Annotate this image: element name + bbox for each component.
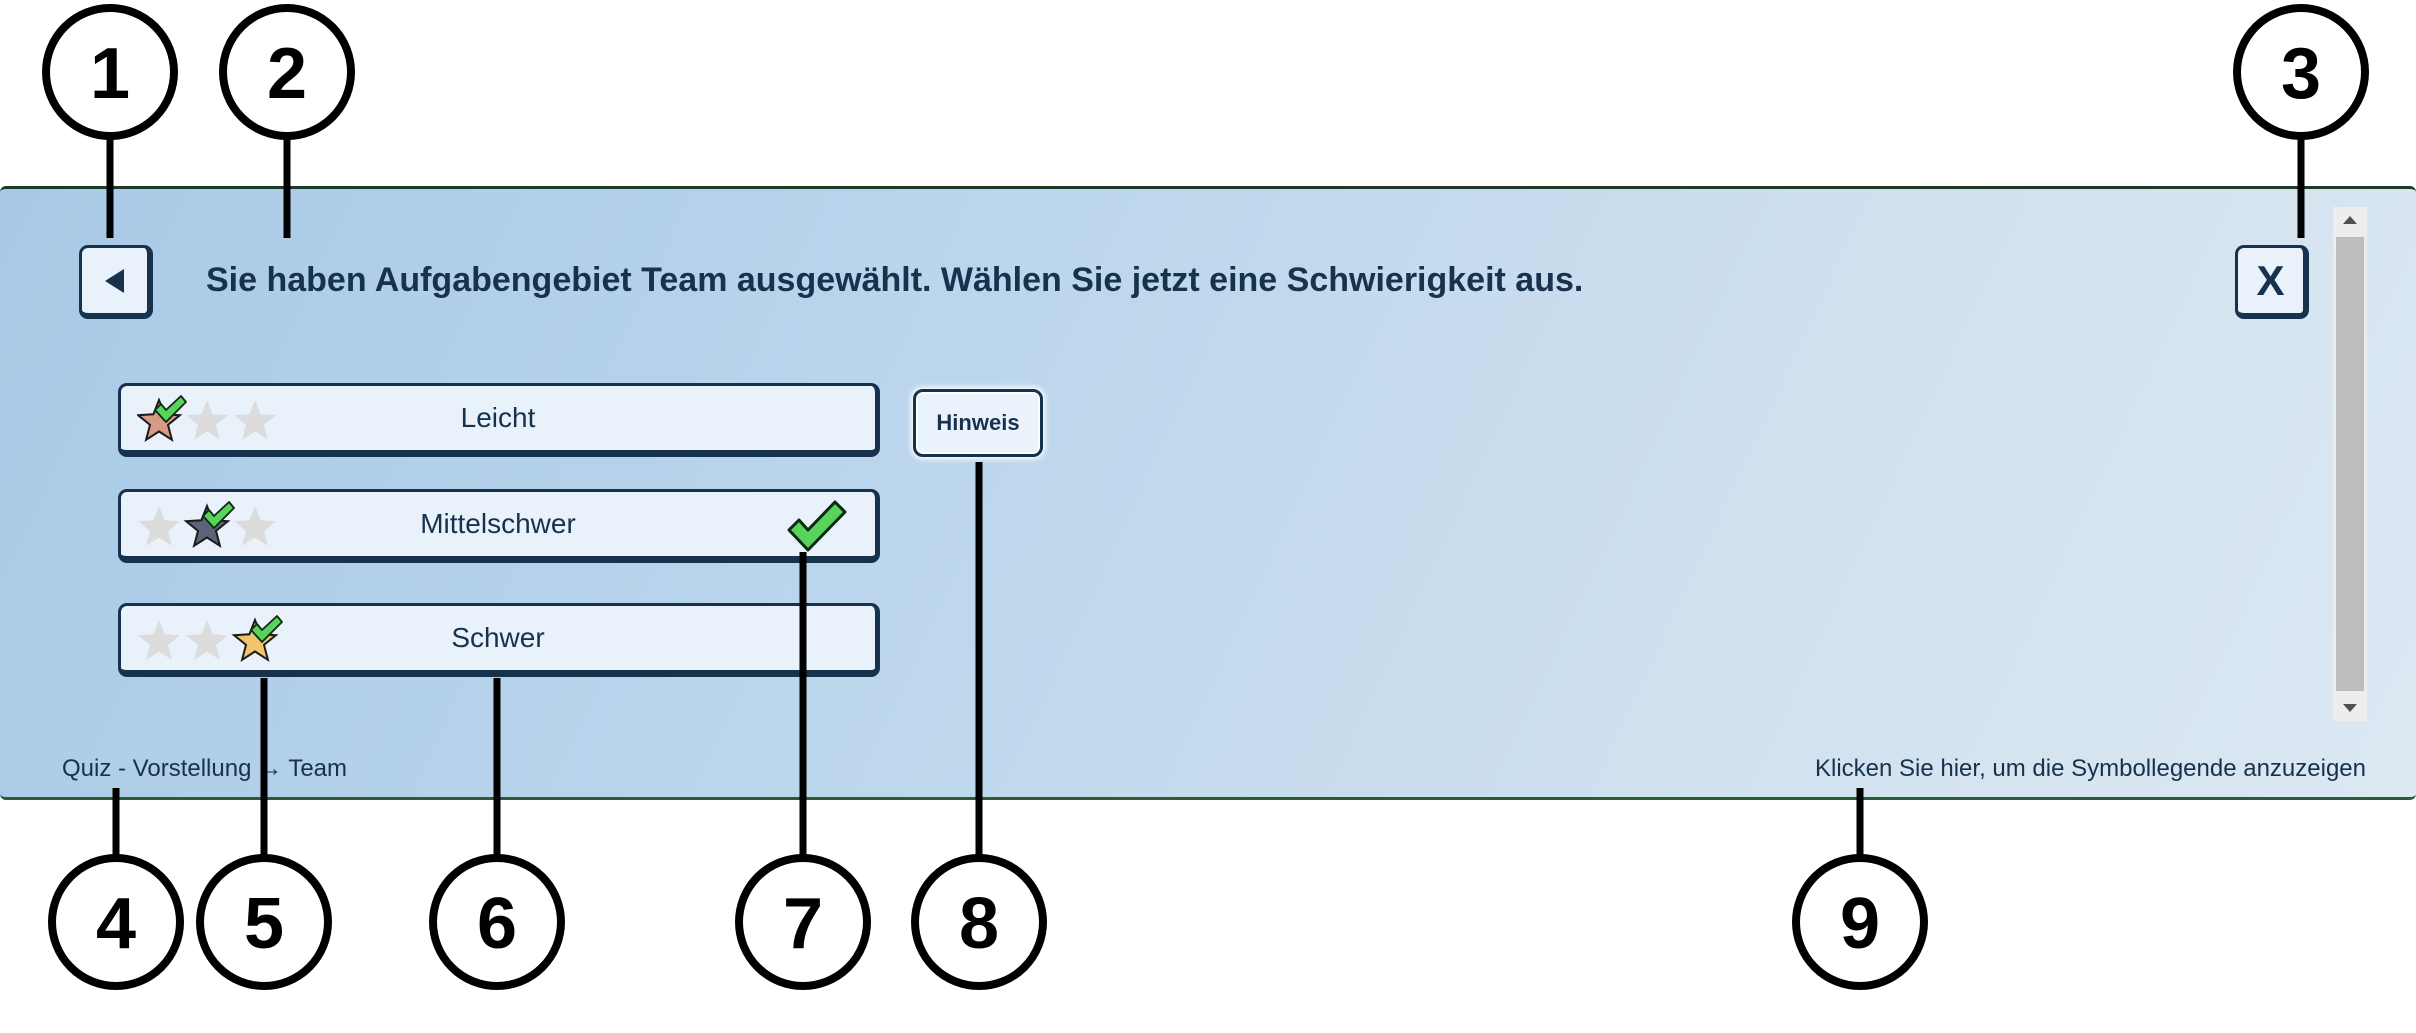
- inactive-star-icon: [138, 506, 180, 546]
- difficulty-label: Schwer: [451, 622, 545, 653]
- callout-circle-8: [911, 854, 1047, 990]
- hint-button[interactable]: Hinweis: [913, 389, 1043, 457]
- callout-number-7: 7: [783, 884, 823, 964]
- difficulty-button-schwer[interactable]: Schwer: [118, 603, 880, 677]
- difficulty-stars-icon: [138, 615, 283, 663]
- active-star-icon: [183, 503, 231, 549]
- symbol-legend-link[interactable]: Klicken Sie hier, um die Symbollegende a…: [1814, 755, 2366, 782]
- active-star-icon: [231, 617, 279, 663]
- scroll-thumb[interactable]: [2336, 237, 2364, 691]
- callout-circle-5: [196, 854, 332, 990]
- callout-circle-7: [735, 854, 871, 990]
- callout-number-6: 6: [477, 884, 517, 964]
- close-label: X: [2256, 256, 2285, 304]
- difficulty-stars-icon: [137, 395, 276, 443]
- scroll-down-arrow-icon: [2343, 704, 2357, 712]
- callout-number-1: 1: [90, 34, 130, 114]
- callout-circle-1: [42, 4, 178, 140]
- scroll-up-arrow-icon: [2343, 216, 2357, 224]
- callout-number-2: 2: [267, 34, 307, 114]
- difficulty-label: Mittelschwer: [420, 508, 576, 539]
- page-title: Sie haben Aufgabengebiet Team ausgewählt…: [206, 261, 1584, 299]
- difficulty-stars-icon: [138, 501, 276, 549]
- active-star-icon: [137, 397, 183, 443]
- scroll-up-button[interactable]: [2333, 207, 2367, 233]
- difficulty-button-mittelschwer[interactable]: Mittelschwer: [118, 489, 880, 563]
- callout-circle-3: [2233, 4, 2369, 140]
- inactive-star-icon: [186, 400, 228, 440]
- inactive-star-icon: [138, 620, 180, 660]
- difficulty-button-leicht[interactable]: Leicht: [118, 383, 880, 457]
- quiz-difficulty-panel: Sie haben Aufgabengebiet Team ausgewählt…: [0, 186, 2416, 800]
- callout-number-4: 4: [96, 884, 136, 964]
- star-checkmark-icon: [154, 395, 187, 423]
- callout-circle-9: [1792, 854, 1928, 990]
- completed-checkmark-icon: [787, 500, 847, 552]
- inactive-star-icon: [234, 506, 276, 546]
- star-checkmark-icon: [202, 501, 235, 529]
- callout-circle-2: [219, 4, 355, 140]
- close-button[interactable]: X: [2235, 245, 2309, 319]
- inactive-star-icon: [234, 400, 276, 440]
- vertical-scrollbar[interactable]: [2333, 207, 2367, 721]
- inactive-star-icon: [186, 620, 228, 660]
- callout-number-9: 9: [1840, 884, 1880, 964]
- callout-number-5: 5: [244, 884, 284, 964]
- back-triangle-icon: [104, 268, 124, 293]
- callout-number-8: 8: [959, 884, 999, 964]
- callout-circle-6: [429, 854, 565, 990]
- callout-number-3: 3: [2281, 34, 2321, 114]
- star-checkmark-icon: [250, 615, 283, 643]
- back-button[interactable]: [79, 245, 153, 319]
- difficulty-label: Leicht: [460, 402, 536, 433]
- scroll-down-button[interactable]: [2333, 695, 2367, 721]
- breadcrumb: Quiz - Vorstellung → Team: [62, 755, 348, 782]
- callout-circle-4: [48, 854, 184, 990]
